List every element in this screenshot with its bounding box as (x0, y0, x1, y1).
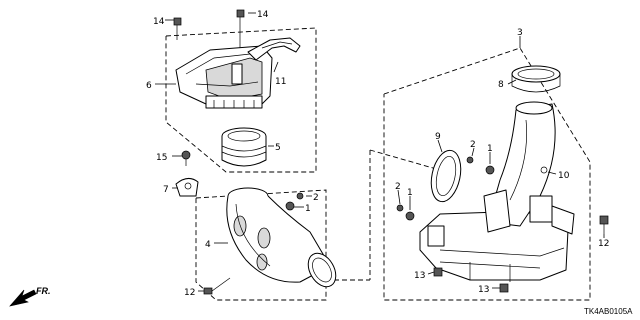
callout-13-right: 13 (478, 285, 489, 295)
callout-14-right: 14 (257, 10, 269, 20)
callout-4: 4 (205, 240, 211, 250)
callout-2-left: 2 (313, 193, 319, 203)
upper-housing-part (173, 9, 273, 109)
callout-11: 11 (275, 77, 286, 87)
callout-12-left: 12 (184, 288, 195, 298)
callout-1-right: 1 (407, 188, 413, 198)
air-cleaner-assembly (396, 101, 609, 293)
callout-7: 7 (163, 185, 169, 195)
callout-1-mid: 1 (487, 144, 493, 154)
group-outlines (165, 27, 591, 301)
bracket-7-part (175, 178, 199, 197)
callout-5: 5 (275, 143, 281, 153)
callout-3: 3 (517, 28, 523, 38)
callout-10: 10 (558, 171, 570, 181)
intake-duct-part (203, 187, 337, 295)
seal-ring-9-part (430, 149, 462, 203)
front-arrow-icon (9, 289, 37, 307)
callout-12-right: 12 (598, 239, 609, 249)
front-direction-indicator: FR. (9, 286, 51, 307)
callout-14-left: 14 (153, 17, 165, 27)
leader-lines (155, 12, 605, 292)
seal-strip-part (247, 37, 301, 61)
callout-6: 6 (146, 81, 152, 91)
callout-8: 8 (498, 80, 504, 90)
callout-13-left: 13 (414, 271, 425, 281)
callout-1-left: 1 (305, 204, 311, 214)
bolt-15-part (181, 150, 191, 166)
diagram-code: TK4AB0105A (584, 307, 633, 316)
callout-2-mid: 2 (470, 140, 476, 150)
callout-9: 9 (435, 132, 441, 142)
rubber-boot-part (221, 127, 267, 167)
front-label: FR. (36, 286, 51, 296)
seal-ring-8-part (511, 65, 561, 93)
callout-labels: 14 14 6 11 5 15 7 2 1 4 12 3 8 9 2 1 10 … (146, 10, 609, 298)
callout-2-right: 2 (395, 182, 401, 192)
callout-15: 15 (156, 153, 167, 163)
